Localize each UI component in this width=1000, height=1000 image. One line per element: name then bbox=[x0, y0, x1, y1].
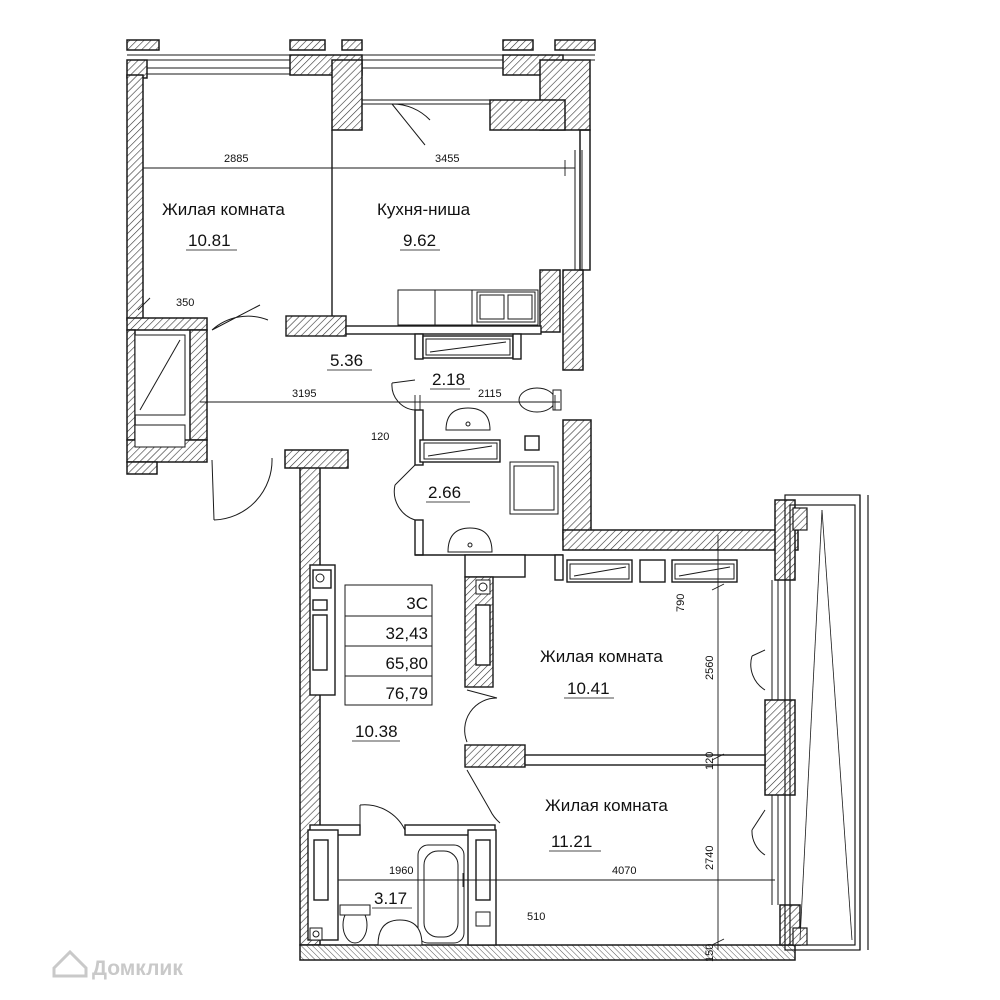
dim-2115: 2115 bbox=[478, 388, 502, 400]
watermark-text: Домклик bbox=[92, 957, 183, 980]
dim-120-hall: 120 bbox=[371, 431, 389, 443]
toilet-top bbox=[518, 387, 556, 413]
dim-790: 790 bbox=[675, 594, 687, 612]
room-area-kitchen: 9.62 bbox=[403, 231, 436, 250]
room-name-living2: Жилая комната bbox=[540, 647, 663, 666]
dim-150: 150 bbox=[704, 944, 716, 962]
spec-total-with-balcony: 76,79 bbox=[385, 684, 428, 703]
dim-3195: 3195 bbox=[292, 388, 316, 400]
room-area-living1: 10.81 bbox=[188, 231, 231, 250]
fixtures bbox=[134, 289, 735, 946]
dim-2885: 2885 bbox=[224, 153, 248, 165]
room-area-hall-main: 10.38 bbox=[355, 722, 398, 741]
dim-1960: 1960 bbox=[389, 865, 413, 877]
spec-total-area: 65,80 bbox=[385, 654, 428, 673]
washbasin-bottom bbox=[377, 919, 423, 946]
room-name-kitchen: Кухня-ниша bbox=[377, 200, 471, 219]
dim-2740: 2740 bbox=[704, 846, 716, 870]
house-icon bbox=[52, 949, 88, 978]
dim-510: 510 bbox=[527, 911, 545, 923]
dim-120-wall: 120 bbox=[704, 752, 716, 770]
room-area-hall-top: 5.36 bbox=[330, 351, 363, 370]
windows bbox=[147, 67, 779, 905]
dim-350: 350 bbox=[176, 297, 194, 309]
spec-table: 3С 32,43 65,80 76,79 bbox=[344, 584, 433, 706]
washbasin-mid bbox=[447, 527, 493, 553]
watermark: Домклик bbox=[52, 949, 183, 980]
room-area-bath-bottom: 3.17 bbox=[374, 889, 407, 908]
spec-type: 3С bbox=[406, 594, 428, 613]
dimension-lines bbox=[137, 160, 775, 950]
room-name-living3: Жилая комната bbox=[545, 796, 668, 815]
dim-3455: 3455 bbox=[435, 153, 459, 165]
outer-walls bbox=[126, 39, 801, 961]
spec-living-area: 32,43 bbox=[385, 624, 428, 643]
room-area-living2: 10.41 bbox=[567, 679, 610, 698]
dim-4070: 4070 bbox=[612, 865, 636, 877]
washbasin-top bbox=[445, 407, 491, 431]
room-name-living1: Жилая комната bbox=[162, 200, 285, 219]
balcony bbox=[784, 494, 869, 951]
dim-2560: 2560 bbox=[704, 656, 716, 680]
room-area-living3: 11.21 bbox=[551, 832, 592, 851]
doors bbox=[211, 103, 766, 856]
room-area-bath-mid: 2.66 bbox=[428, 483, 461, 502]
room-area-bath-top: 2.18 bbox=[432, 370, 465, 389]
